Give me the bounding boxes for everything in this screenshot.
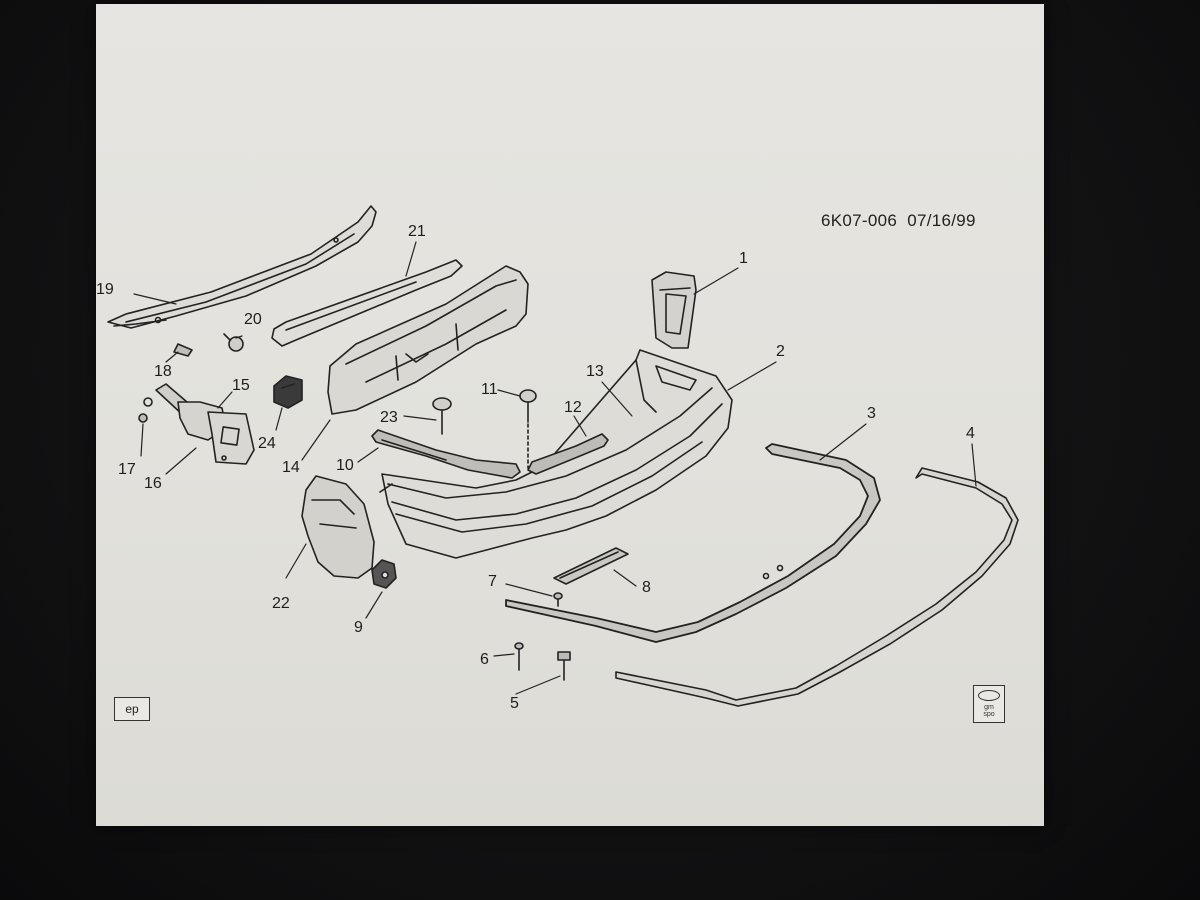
logo-text-line-1: gm (984, 704, 994, 711)
part-5-bolt (557, 651, 571, 681)
callout-23: 23 (380, 409, 398, 426)
callout-7: 7 (488, 573, 497, 590)
callout-1: 1 (739, 250, 748, 267)
logo-oval-icon (978, 690, 1000, 701)
callout-22: 22 (272, 595, 290, 612)
callout-6: 6 (480, 651, 489, 668)
callout-24: 24 (258, 435, 276, 452)
callout-9: 9 (354, 619, 363, 636)
part-7-screw (553, 592, 563, 607)
part-11-push-pin (519, 389, 537, 469)
ep-marker: ep (114, 697, 150, 721)
callout-13: 13 (586, 363, 604, 380)
part-9-clip (371, 559, 397, 589)
callout-18: 18 (154, 363, 172, 380)
callout-8: 8 (642, 579, 651, 596)
parts-diagram-sheet: 6K07-006 07/16/99 (96, 4, 1044, 826)
callout-21: 21 (408, 223, 426, 240)
part-6-bolt (514, 642, 524, 671)
part-21-absorber-strip (271, 259, 463, 347)
callout-11: 11 (481, 381, 498, 398)
part-4-outer-molding (615, 467, 1019, 707)
callout-19: 19 (96, 281, 114, 298)
callout-10: 10 (336, 457, 354, 474)
bumper-exploded-view: 1 2 3 4 5 6 7 8 9 10 11 12 13 14 15 16 1… (96, 205, 1019, 712)
part-19-reinforcement-bar (107, 205, 377, 329)
part-10-molding-strip (371, 429, 521, 479)
part-15-bumper-bracket (143, 383, 255, 465)
part-23-push-pin (432, 397, 452, 435)
part-3-lower-molding (505, 443, 881, 643)
callout-3: 3 (867, 405, 876, 422)
callout-2: 2 (776, 343, 785, 360)
part-1-center-bracket (651, 271, 697, 349)
callout-5: 5 (510, 695, 519, 712)
logo-text-line-2: spo (983, 711, 995, 718)
drawing-code-date: 6K07-006 07/16/99 (821, 211, 976, 231)
callout-15: 15 (232, 377, 250, 394)
part-12-molding (527, 433, 609, 475)
callout-17: 17 (118, 461, 136, 478)
part-20-push-nut (223, 333, 244, 352)
part-24-retainer-clip (273, 375, 303, 409)
callout-16: 16 (144, 475, 162, 492)
drawing-code: 6K07-006 (821, 211, 898, 230)
part-14-energy-absorber (327, 265, 529, 415)
part-17-screw (138, 413, 148, 423)
ep-label: ep (125, 702, 139, 716)
part-22-side-extension (301, 475, 375, 579)
callout-12: 12 (564, 399, 582, 416)
part-18-bolt (173, 343, 193, 357)
gm-spo-logo: gm spo (973, 685, 1005, 723)
drawing-date: 07/16/99 (907, 211, 976, 230)
callout-14: 14 (282, 459, 300, 476)
part-8-step-pad (553, 547, 629, 585)
callout-4: 4 (966, 425, 975, 442)
callout-20: 20 (244, 311, 262, 328)
